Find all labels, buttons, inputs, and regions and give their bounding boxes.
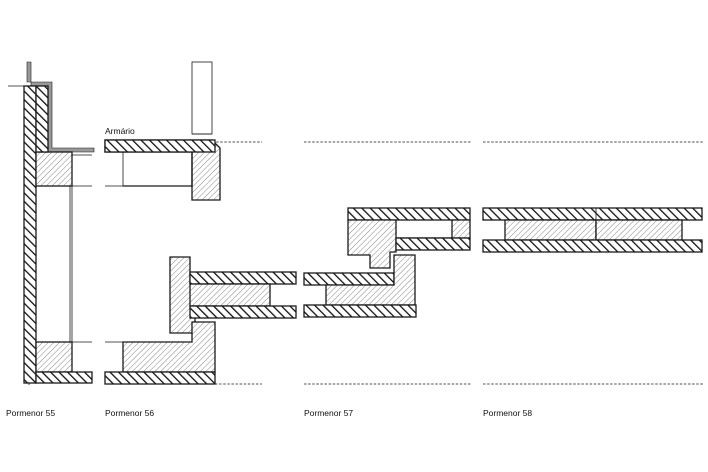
detail-57: Pormenor 57	[303, 141, 472, 418]
label-56: Pormenor 56	[105, 408, 154, 418]
top-panel-58	[482, 207, 703, 221]
detail-55: Pormenor 55	[6, 61, 95, 418]
core-58-left	[504, 219, 597, 241]
label-55: Pormenor 55	[6, 408, 55, 418]
upper-block-55	[35, 151, 73, 187]
cabinet-side	[191, 61, 213, 135]
core-58-right	[595, 219, 683, 241]
label-58: Pormenor 58	[483, 408, 532, 418]
detail-56: Armário Pormenor 56	[104, 61, 297, 418]
wall-outline	[26, 61, 95, 153]
cabinet-label: Armário	[105, 126, 135, 136]
bottom-panel-58	[482, 239, 703, 253]
lower-block-55	[35, 341, 73, 373]
label-57: Pormenor 57	[304, 408, 353, 418]
bottom-panel-55	[35, 371, 93, 384]
bottom-block-56	[122, 321, 216, 373]
vertical-panel-55	[23, 85, 37, 384]
bottom-panel-56	[104, 371, 216, 385]
detail-58: Pormenor 58	[482, 141, 704, 418]
